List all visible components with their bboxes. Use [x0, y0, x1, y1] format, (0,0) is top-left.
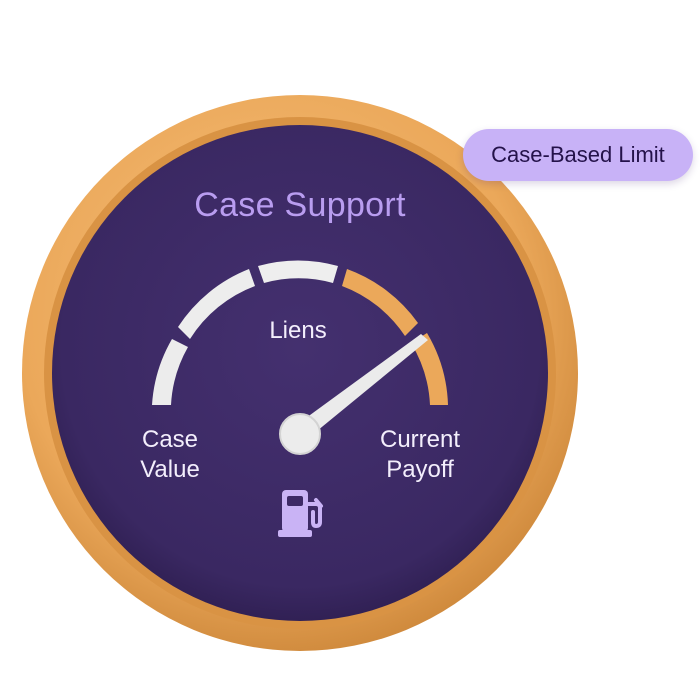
- case-value-label-line-2: Value: [140, 456, 200, 483]
- gauge-title: Case Support: [194, 186, 406, 224]
- fuel-pump-icon: [278, 490, 323, 537]
- gauge-segment-2: [178, 269, 255, 339]
- gauge-segment-3: [258, 260, 338, 283]
- case-value-label: Case Value: [118, 425, 222, 485]
- gauge-needle: [295, 334, 428, 440]
- case-value-label-line-1: Case: [141, 426, 199, 453]
- gauge-needle-hub: [280, 414, 320, 454]
- gauge-segment-5: [411, 333, 448, 405]
- current-payoff-label-line-2: Payoff: [386, 456, 454, 483]
- gauge-needle-hub-shade: [279, 413, 321, 455]
- gauge-segment-4: [342, 269, 418, 336]
- gauge-segment-1: [152, 339, 188, 405]
- liens-label: Liens: [269, 317, 327, 344]
- gauge-face: [52, 125, 548, 621]
- case-based-limit-badge: Case-Based Limit: [463, 129, 693, 181]
- current-payoff-label-line-1: Current: [379, 426, 461, 453]
- current-payoff-label: Current Payoff: [360, 425, 480, 485]
